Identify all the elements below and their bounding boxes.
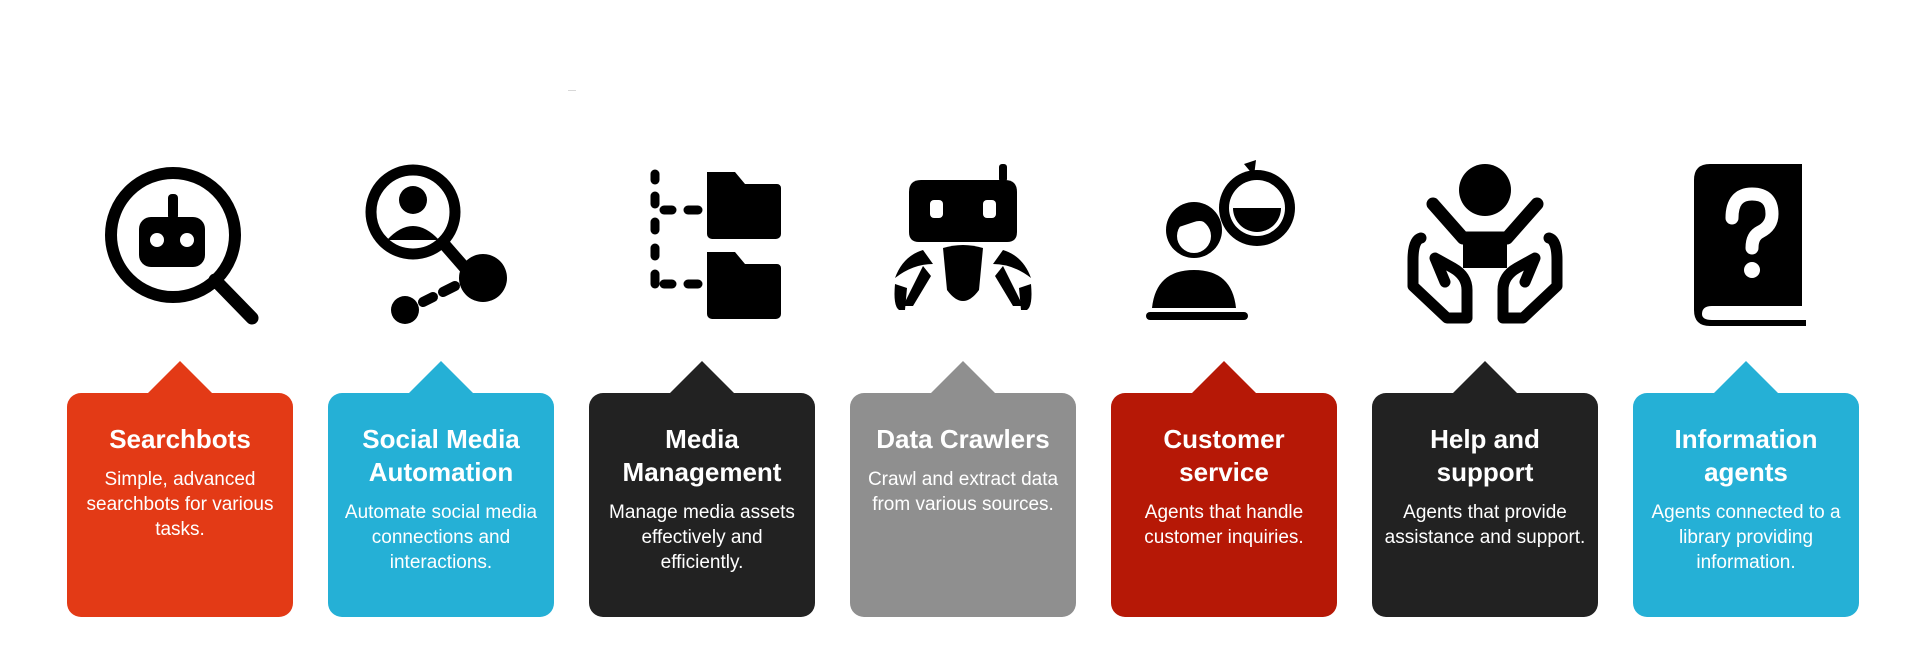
- card-searchbots: Searchbots Simple, advanced searchbots f…: [67, 361, 293, 617]
- card-title: Data Crawlers: [876, 424, 1050, 454]
- card-social-media-automation: Social Media Automation Automate social …: [328, 361, 554, 617]
- card-customer-service: Customer service Agents that handle cust…: [1111, 361, 1337, 617]
- card-description: Agents connected to a library providing …: [1651, 502, 1841, 573]
- card-data-crawlers: Data Crawlers Crawl and extract data fro…: [850, 361, 1076, 617]
- robot-crawler-icon: [883, 160, 1043, 330]
- card-help-and-support: Help and support Agents that provide ass…: [1372, 361, 1598, 617]
- folder-tree-icon: [622, 160, 782, 330]
- stray-dot: [568, 90, 576, 91]
- column-searchbots: Searchbots Simple, advanced searchbots f…: [67, 0, 293, 654]
- agent-service-icon: [1144, 160, 1304, 330]
- column-media-management: Media Management Manage media assets eff…: [589, 0, 815, 654]
- column-customer-service: Customer service Agents that handle cust…: [1111, 0, 1337, 654]
- column-social-media-automation: Social Media Automation Automate social …: [328, 0, 554, 654]
- card-information-agents: Information agents Agents connected to a…: [1633, 361, 1859, 617]
- card-description: Manage media assets effectively and effi…: [609, 502, 795, 573]
- card-title: Searchbots: [109, 424, 251, 454]
- user-search-share-icon: [361, 160, 521, 330]
- card-title: Customer service: [1163, 424, 1285, 487]
- card-title: Media Management: [622, 424, 782, 487]
- card-description: Automate social media connections and in…: [344, 502, 538, 573]
- robot-search-icon: [100, 160, 260, 330]
- card-title: Social Media Automation: [362, 424, 520, 487]
- card-title: Help and support: [1430, 424, 1540, 487]
- card-title: Information agents: [1674, 424, 1818, 487]
- column-data-crawlers: Data Crawlers Crawl and extract data fro…: [850, 0, 1076, 654]
- hands-support-icon: [1405, 160, 1565, 330]
- card-description: Agents that provide assistance and suppo…: [1384, 502, 1586, 548]
- card-description: Crawl and extract data from various sour…: [867, 469, 1059, 515]
- card-description: Simple, advanced searchbots for various …: [86, 469, 274, 540]
- column-information-agents: Information agents Agents connected to a…: [1633, 0, 1859, 654]
- question-book-icon: [1666, 160, 1826, 330]
- card-media-management: Media Management Manage media assets eff…: [589, 361, 815, 617]
- card-description: Agents that handle customer inquiries.: [1144, 502, 1304, 548]
- column-help-and-support: Help and support Agents that provide ass…: [1372, 0, 1598, 654]
